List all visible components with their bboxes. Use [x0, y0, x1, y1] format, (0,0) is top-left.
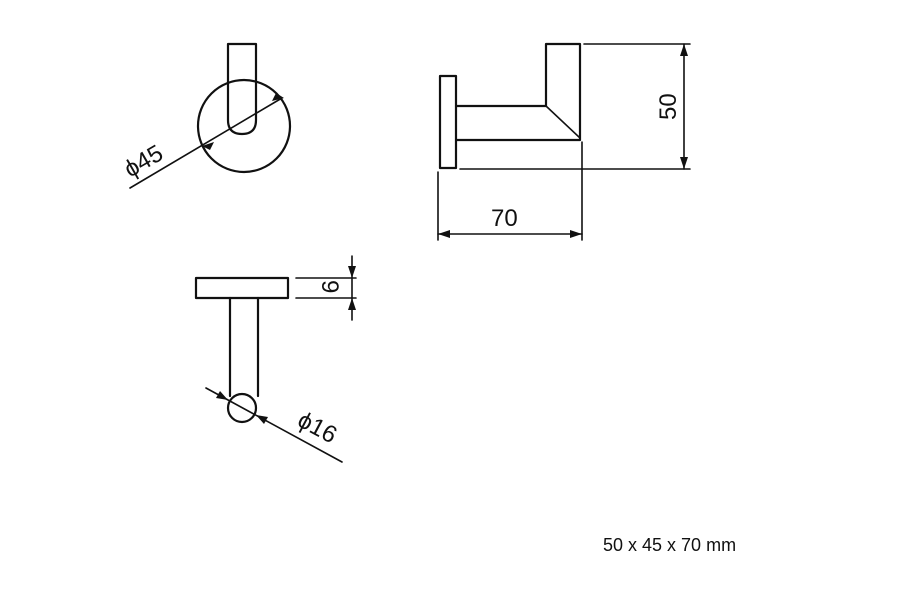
height-arrow-top [680, 44, 688, 56]
top-view-plate [194, 276, 290, 300]
top-view: 9 ϕ16 [194, 255, 357, 463]
thickness-label: 9 [316, 280, 343, 293]
side-view-chamfer [545, 105, 581, 139]
side-view-arm [454, 42, 582, 142]
diameter-arm-leader [205, 387, 343, 463]
diameter-arm-label: ϕ16 [293, 406, 341, 449]
depth-arrow-left [438, 230, 450, 238]
diameter-plate-leader [129, 97, 283, 189]
front-view-arm [226, 42, 258, 136]
diameter-plate-label: ϕ45 [120, 140, 168, 183]
top-view-arm [228, 296, 260, 398]
dimensions-caption: 50 x 45 x 70 mm [603, 535, 737, 555]
side-view: 50 70 [437, 42, 691, 241]
top-view-arm-end [226, 392, 258, 424]
diameter-plate-arrow-a [202, 142, 214, 150]
thickness-arrow-top [348, 266, 356, 278]
depth-label: 70 [491, 205, 518, 232]
side-view-wall-plate [438, 74, 458, 170]
diameter-plate-arrow-b [272, 93, 284, 101]
front-view-plate-circle [196, 78, 292, 174]
height-arrow-bottom [680, 157, 688, 169]
diameter-arm-arrow-b [256, 415, 268, 424]
thickness-arrow-bottom [348, 298, 356, 310]
height-label: 50 [655, 93, 682, 120]
front-view: ϕ45 [120, 42, 292, 189]
depth-arrow-right [570, 230, 582, 238]
diameter-arm-arrow-a [216, 391, 228, 400]
